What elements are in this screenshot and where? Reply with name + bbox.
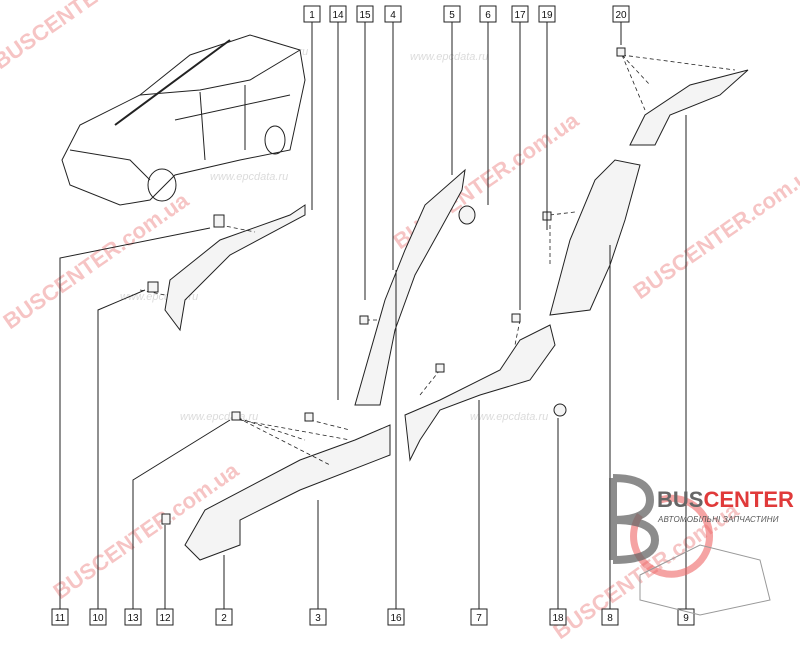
callout-11: 11 [51, 608, 69, 626]
callout-16: 16 [387, 608, 405, 626]
logo-title: BUSCENTER [657, 487, 794, 513]
callout-15: 15 [356, 5, 374, 23]
buscenter-logo-emblem [609, 474, 771, 616]
watermark-site: www.epcdata.ru [210, 171, 288, 183]
part-upper-trim [629, 69, 749, 146]
clip [616, 47, 626, 57]
part-b-pillar-trim [354, 168, 466, 406]
logo-title-bus: BUS [657, 487, 704, 512]
callout-label: 8 [607, 613, 613, 624]
watermark-brand: BUSCENTER.com.ua [0, 187, 194, 334]
logo-subtitle: АВТОМОБІЛЬНІ ЗАПЧАСТИНИ [658, 515, 779, 524]
callout-label: 17 [514, 10, 526, 21]
clip [231, 411, 241, 421]
callout-18: 18 [549, 608, 567, 626]
callout-1: 1 [303, 5, 321, 23]
watermark-brand: BUSCENTER.com.ua [629, 157, 800, 304]
callout-label: 10 [92, 613, 104, 624]
part-grommet [553, 403, 567, 417]
callout-8: 8 [601, 608, 619, 626]
top-labels: 1 14 15 4 5 6 17 19 20 [303, 5, 630, 23]
callout-label: 4 [390, 10, 396, 21]
callout-17: 17 [511, 5, 529, 23]
callout-14: 14 [329, 5, 347, 23]
part-sill-trim-front [184, 424, 391, 561]
clip [213, 214, 225, 228]
callout-4: 4 [384, 5, 402, 23]
clip [161, 513, 171, 525]
callout-label: 12 [159, 613, 171, 624]
callout-label: 13 [127, 613, 139, 624]
callout-10: 10 [89, 608, 107, 626]
callout-3: 3 [309, 608, 327, 626]
callout-label: 3 [315, 613, 321, 624]
callout-label: 16 [390, 613, 402, 624]
callout-label: 18 [552, 613, 564, 624]
watermark-brand: BUSCENTER.com.ua [0, 0, 184, 74]
clip [435, 363, 445, 373]
callout-6: 6 [479, 5, 497, 23]
callout-label: 11 [55, 613, 66, 624]
bottom-labels: 11 10 13 12 2 3 16 7 18 8 9 [51, 608, 695, 626]
callout-label: 6 [485, 10, 491, 21]
callout-label: 9 [683, 613, 689, 624]
watermark-site: www.epcdata.ru [470, 411, 548, 423]
callout-2: 2 [215, 608, 233, 626]
part-c-pillar-trim [549, 159, 641, 316]
car-illustration [61, 34, 306, 206]
callout-label: 19 [541, 10, 553, 21]
callout-label: 14 [332, 10, 344, 21]
clip [147, 281, 159, 293]
callout-12: 12 [156, 608, 174, 626]
clip [511, 313, 521, 323]
clip [304, 412, 314, 422]
callout-label: 20 [615, 10, 627, 21]
callout-19: 19 [538, 5, 556, 23]
callout-7: 7 [470, 608, 488, 626]
callout-label: 15 [359, 10, 371, 21]
logo-title-center: CENTER [703, 487, 794, 512]
part-cap [458, 205, 476, 225]
part-sill-trim-rear [404, 324, 556, 462]
watermark-site: www.epcdata.ru [410, 51, 488, 63]
callout-label: 5 [449, 10, 455, 21]
clip [359, 315, 369, 325]
callout-label: 2 [221, 613, 227, 624]
part-a-pillar-trim [164, 204, 306, 332]
callout-label: 1 [309, 10, 315, 21]
parts [139, 47, 749, 561]
callout-13: 13 [124, 608, 142, 626]
callout-5: 5 [443, 5, 461, 23]
callout-label: 7 [476, 613, 482, 624]
callout-20: 20 [612, 5, 630, 23]
